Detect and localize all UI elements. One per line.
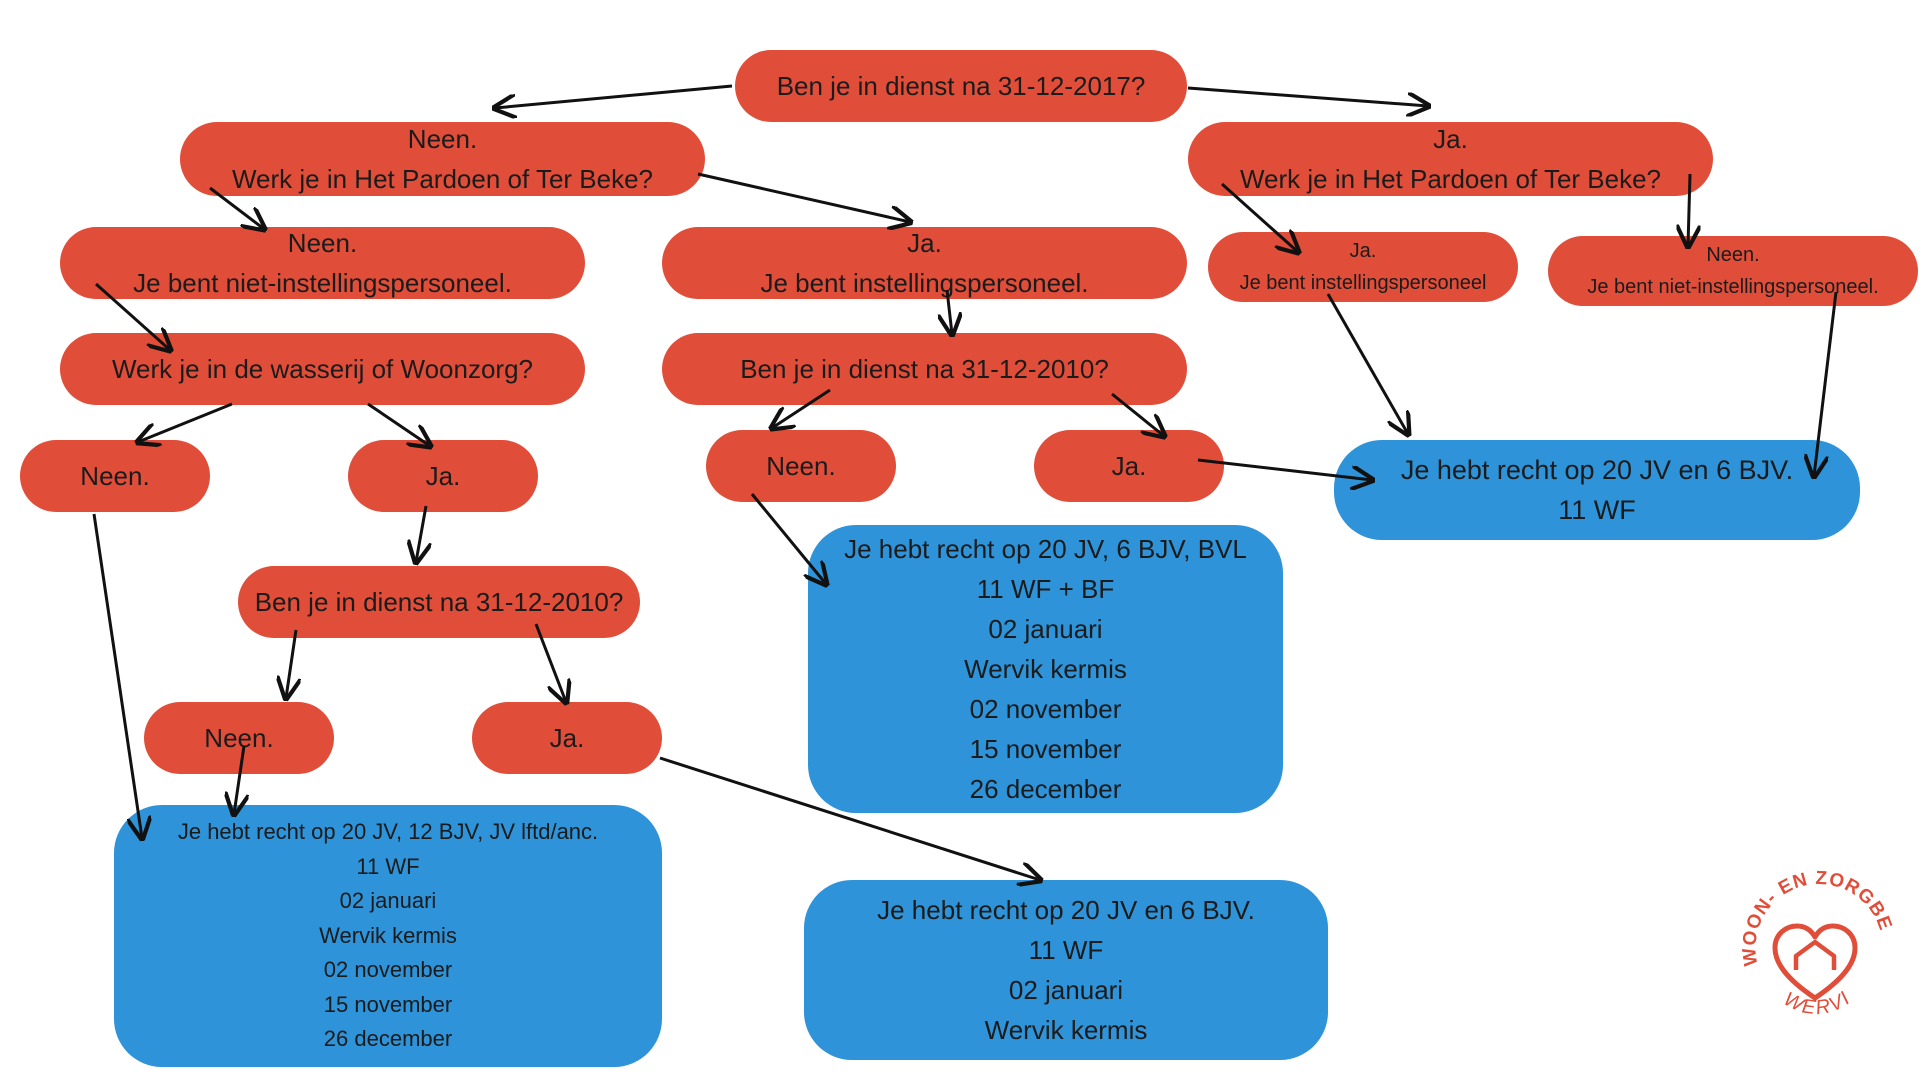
result-mid-line-7: 26 december: [969, 774, 1122, 804]
result-mid-line-3: 02 januari: [988, 614, 1103, 644]
arrow-dienst2010left-to-no: [286, 629, 296, 698]
answer-wasserij-no: Neen.: [20, 440, 210, 512]
wass-yes-line-1: Ja.: [425, 461, 461, 491]
left-yes-line-1: Ja.: [907, 228, 942, 258]
answer-mid-yes: Ja.: [1034, 430, 1224, 502]
left-yes-line-2: Je bent instellingspersoneel.: [760, 268, 1089, 298]
result-left-line-2: 11 WF: [356, 853, 420, 879]
result-left-line-3: 02 januari: [339, 888, 437, 914]
arrow-root-to-right: [1187, 86, 1428, 106]
dienst2010-left-line-1: Ben je in dienst na 31-12-2010?: [254, 587, 624, 617]
result-left-line-6: 15 november: [323, 991, 453, 1017]
question-dienst-2010-left: Ben je in dienst na 31-12-2010?: [238, 566, 640, 638]
right-yes-line-1: Ja.: [1349, 240, 1377, 262]
answer-2010-yes: Ja.: [472, 702, 662, 774]
root-line-1: Ben je in dienst na 31-12-2017?: [776, 71, 1146, 101]
d2010-no-line-1: Neen.: [204, 723, 274, 753]
answer-right-institution: Ja. Je bent instellingspersoneel: [1208, 232, 1518, 302]
arrow-leftq-to-yes: [697, 172, 910, 222]
right-q-line-1: Ja.: [1433, 124, 1468, 154]
dienst2010-mid-line-1: Ben je in dienst na 31-12-2010?: [740, 354, 1109, 384]
result-bottom-line-4: Wervik kermis: [984, 1015, 1148, 1045]
answer-wasserij-yes: Ja.: [348, 440, 538, 512]
result-mid-line-2: 11 WF + BF: [976, 574, 1115, 604]
result-left-line-4: Wervik kermis: [319, 922, 457, 948]
result-mid-line-5: 02 november: [969, 694, 1122, 724]
woon-en-zorgbedrijf-wervik-logo: WOON- EN ZORGBEDRIJF WERVIK: [1722, 853, 1900, 1040]
answer-mid-no: Neen.: [706, 430, 896, 502]
answer-right-not-institution: Neen. Je bent niet-instellingspersoneel.: [1548, 236, 1918, 306]
result-mid-line-4: Wervik kermis: [964, 654, 1127, 684]
right-no-line-1: Neen.: [1706, 244, 1760, 266]
wass-no-line-1: Neen.: [80, 461, 150, 491]
result-left: Je hebt recht op 20 JV, 12 BJV, JV lftd/…: [114, 805, 662, 1067]
result-right-line-1: Je hebt recht op 20 JV en 6 BJV.: [1400, 455, 1794, 485]
result-left-line-7: 26 december: [323, 1026, 453, 1052]
result-mid-line-6: 15 november: [969, 734, 1122, 764]
result-bottom-line-3: 02 januari: [1008, 975, 1124, 1005]
result-bottom: Je hebt recht op 20 JV en 6 BJV. 11 WF 02 …: [804, 880, 1328, 1060]
svg-text:WOON- EN ZORGBEDRIJF: WOON- EN ZORGBEDRIJF: [1730, 870, 1896, 967]
arrow-root-to-left: [495, 84, 733, 108]
right-q-line-2: Werk je in Het Pardoen of Ter Beke?: [1239, 164, 1662, 194]
arrow-wassyes-to-dienst2010left: [416, 505, 426, 562]
left-q-line-1: Neen.: [407, 124, 478, 154]
question-root: Ben je in dienst na 31-12-2017?: [735, 50, 1187, 122]
right-yes-line-2: Je bent instellingspersoneel: [1239, 272, 1487, 294]
result-right-line-2: 11 WF: [1558, 495, 1636, 525]
result-mid-line-1: Je hebt recht op 20 JV, 6 BJV, BVL: [844, 534, 1247, 564]
question-left-pardoen: Neen. Werk je in Het Pardoen of Ter Beke?: [180, 122, 705, 196]
right-no-line-2: Je bent niet-instellingspersoneel.: [1587, 276, 1879, 298]
mid-yes-line-1: Ja.: [1111, 451, 1147, 481]
result-mid: Je hebt recht op 20 JV, 6 BJV, BVL 11 WF …: [808, 525, 1283, 813]
left-q-line-2: Werk je in Het Pardoen of Ter Beke?: [231, 164, 654, 194]
left-no-line-1: Neen.: [287, 228, 358, 258]
answer-left-not-institution: Neen. Je bent niet-instellingspersoneel.: [60, 227, 585, 299]
question-right-pardoen: Ja. Werk je in Het Pardoen of Ter Beke?: [1188, 122, 1713, 196]
answer-2010-no: Neen.: [144, 702, 334, 774]
question-dienst-2010-mid: Ben je in dienst na 31-12-2010?: [662, 333, 1187, 405]
result-bottom-line-2: 11 WF: [1028, 935, 1104, 965]
answer-left-institution: Ja. Je bent instellingspersoneel.: [662, 227, 1187, 299]
result-left-line-1: Je hebt recht op 20 JV, 12 BJV, JV lftd/…: [177, 819, 599, 845]
result-right: Je hebt recht op 20 JV en 6 BJV. 11 WF: [1334, 440, 1860, 540]
arrow-wasserij-to-no: [138, 402, 233, 442]
d2010-yes-line-1: Ja.: [549, 723, 585, 753]
result-left-line-5: 02 november: [323, 957, 453, 983]
result-bottom-line-1: Je hebt recht op 20 JV en 6 BJV.: [877, 895, 1255, 925]
wasserij-q-line-1: Werk je in de wasserij of Woonzorg?: [111, 354, 533, 384]
arrow-rightyes-to-resultright: [1326, 293, 1408, 434]
arrow-wassno-to-resultleft: [92, 513, 142, 838]
mid-no-line-1: Neen.: [766, 451, 836, 481]
question-wasserij-woonzorg: Werk je in de wasserij of Woonzorg?: [60, 333, 585, 405]
left-no-line-2: Je bent niet-instellingspersoneel.: [133, 268, 512, 298]
